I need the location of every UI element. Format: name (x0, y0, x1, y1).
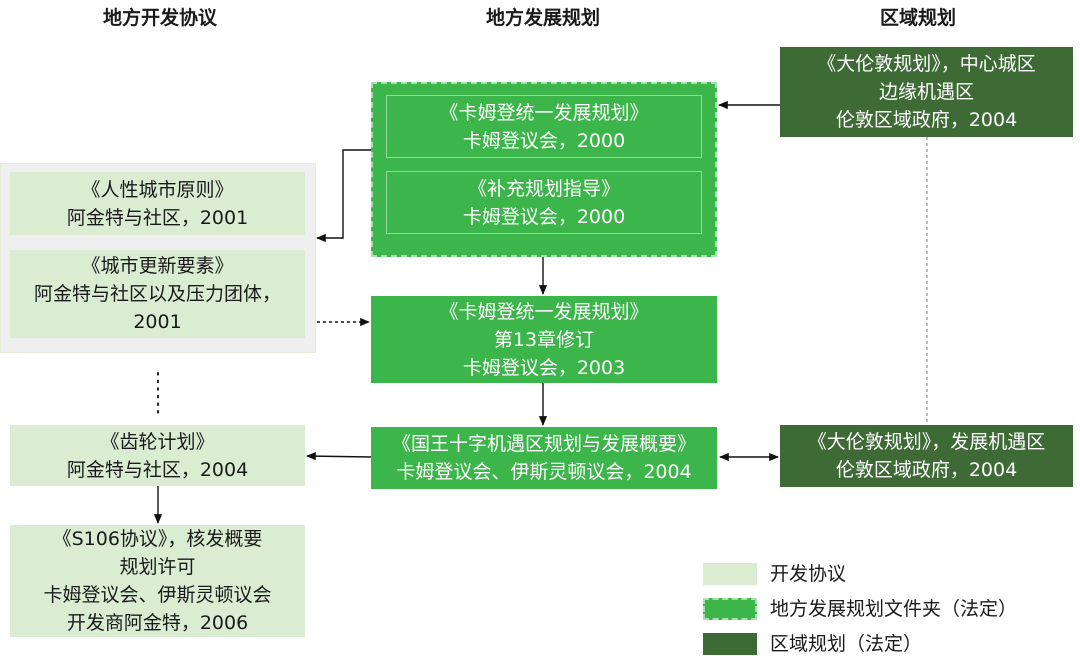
legend-item-local-plan-folder: 地方发展规划文件夹（法定） (703, 598, 1043, 620)
plan-box-kings-cross-brief: 《国王十字机遇区规划与发展概要》 卡姆登议会、伊斯灵顿议会，2004 (371, 427, 717, 489)
box-author: 卡姆登议会，2003 (462, 356, 626, 379)
box-subtitle: 规划许可 (119, 556, 196, 578)
box-developer: 开发商阿金特，2006 (66, 612, 249, 634)
legend-swatch-agreement (703, 563, 757, 585)
legend-swatch-regional-plan (703, 633, 757, 655)
legend-label: 地方发展规划文件夹（法定） (770, 598, 1018, 620)
agreement-box-s106: 《S106协议》，核发概要 规划许可 卡姆登议会、伊斯灵顿议会 开发商阿金特，2… (10, 525, 305, 637)
agreement-box-urban-regeneration-elements: 《城市更新要素》 阿金特与社区以及压力团体， 2001 (10, 250, 305, 338)
box-author: 卡姆登议会，2000 (462, 205, 626, 228)
box-title: 《齿轮计划》 (100, 430, 215, 453)
column-header-local-agreements: 地方开发协议 (102, 7, 217, 29)
box-title: 《S106协议》，核发概要 (52, 528, 263, 550)
legend-item-agreement: 开发协议 (703, 563, 1043, 585)
box-author: 伦敦区域政府，2004 (835, 459, 1018, 481)
arrow-kings-cross-to-cogs-plan (306, 452, 372, 461)
box-author: 阿金特与社区，2004 (66, 458, 249, 481)
box-year: 2001 (133, 311, 182, 333)
arrow-folder-to-agreements (316, 149, 371, 243)
box-author: 阿金特与社区，2001 (66, 206, 249, 229)
box-title: 《城市更新要素》 (81, 255, 234, 277)
box-title: 《人性城市原则》 (81, 178, 234, 201)
box-title: 《卡姆登统一发展规划》 (439, 300, 649, 323)
box-author: 卡姆登议会，2000 (462, 129, 626, 152)
box-author: 阿金特与社区以及压力团体， (33, 283, 281, 305)
plan-box-supplementary-guidance: 《补充规划指导》 卡姆登议会，2000 (386, 171, 702, 234)
legend-item-regional-plan: 区域规划（法定） (703, 633, 1043, 655)
agreement-box-cogs-plan: 《齿轮计划》 阿金特与社区，2004 (10, 425, 305, 486)
box-author: 卡姆登议会、伊斯灵顿议会，2004 (396, 461, 692, 483)
regional-box-london-plan-central: 《大伦敦规划》，中心城区 边缘机遇区 伦敦区域政府，2004 (780, 47, 1073, 137)
box-title: 《国王十字机遇区规划与发展概要》 (391, 433, 696, 455)
column-header-local-plans: 地方发展规划 (485, 7, 600, 29)
box-author: 伦敦区域政府，2004 (835, 109, 1018, 131)
box-title: 《大伦敦规划》，发展机遇区 (807, 431, 1046, 453)
box-title: 《补充规划指导》 (467, 177, 620, 200)
plan-box-camden-udp-2000: 《卡姆登统一发展规划》 卡姆登议会，2000 (386, 95, 702, 158)
legend-label: 区域规划（法定） (770, 633, 923, 655)
box-title: 《卡姆登统一发展规划》 (439, 101, 649, 124)
legend-label: 开发协议 (770, 563, 847, 585)
legend-swatch-local-plan (703, 598, 757, 620)
box-subtitle: 边缘机遇区 (878, 81, 974, 103)
agreement-box-humane-city-principles: 《人性城市原则》 阿金特与社区，2001 (10, 172, 305, 235)
regional-box-london-plan-opportunity: 《大伦敦规划》，发展机遇区 伦敦区域政府，2004 (780, 425, 1073, 487)
column-header-regional-plans: 区域规划 (879, 7, 956, 29)
plan-box-camden-udp-revision: 《卡姆登统一发展规划》 第13章修订 卡姆登议会，2003 (371, 296, 717, 383)
box-author: 卡姆登议会、伊斯灵顿议会 (43, 584, 272, 606)
box-subtitle: 第13章修订 (493, 328, 595, 351)
box-title: 《大伦敦规划》，中心城区 (817, 53, 1036, 75)
